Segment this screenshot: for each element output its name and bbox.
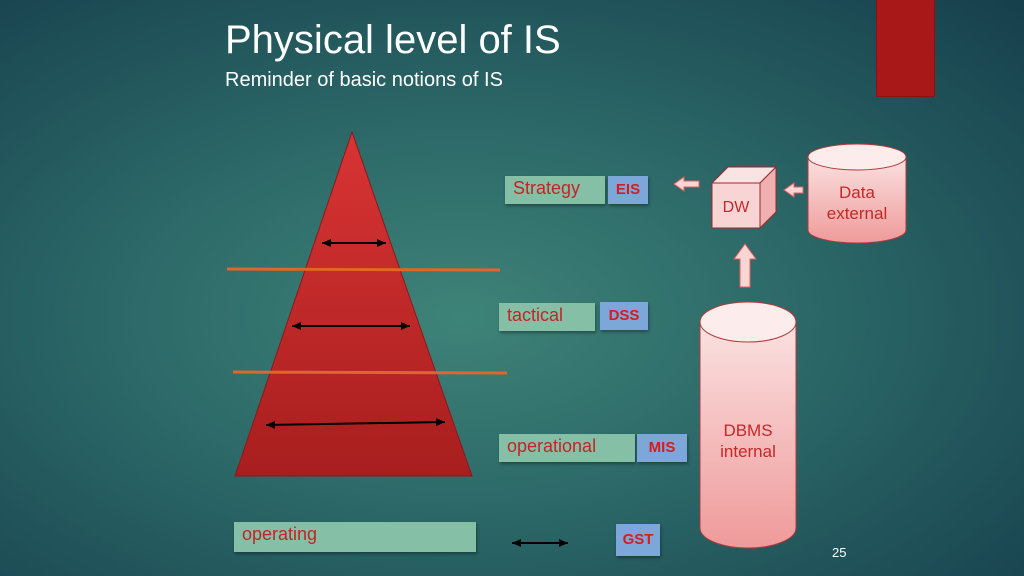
arrow-dw-to-eis-icon [673,176,700,192]
tag-gst: GST [616,524,660,556]
arrow-external-to-dw-icon [783,182,804,198]
dbms-internal-label: DBMS internal [700,420,796,462]
dbms-cylinder-icon [699,301,797,549]
data-external-line2: external [826,204,888,223]
level-strategy: Strategy [505,176,605,204]
arrow-up-dbms-to-dw-icon [733,243,757,288]
tag-mis: MIS [637,434,687,462]
data-external-cylinder-icon [807,143,907,244]
tag-dss: DSS [600,302,648,330]
level-divider-upper [226,267,501,272]
level-divider-lower [232,370,508,375]
dw-cube-icon [710,165,778,230]
page-number: 25 [832,545,847,560]
dbms-line1: DBMS [723,421,773,440]
level-operating: operating [234,522,476,552]
double-arrow-operational [265,418,446,429]
red-accent-tab [877,0,934,96]
slide-title: Physical level of IS [225,18,561,62]
level-operational: operational [499,434,635,462]
dbms-line2: internal [720,442,776,461]
level-tactical: tactical [499,303,595,331]
slide-subtitle: Reminder of basic notions of IS [225,69,503,91]
data-external-line1: Data [839,183,875,202]
data-external-label: Data external [808,182,906,224]
tag-eis: EIS [608,176,648,204]
dw-label: DW [722,199,750,216]
pyramid-shape [234,130,473,477]
